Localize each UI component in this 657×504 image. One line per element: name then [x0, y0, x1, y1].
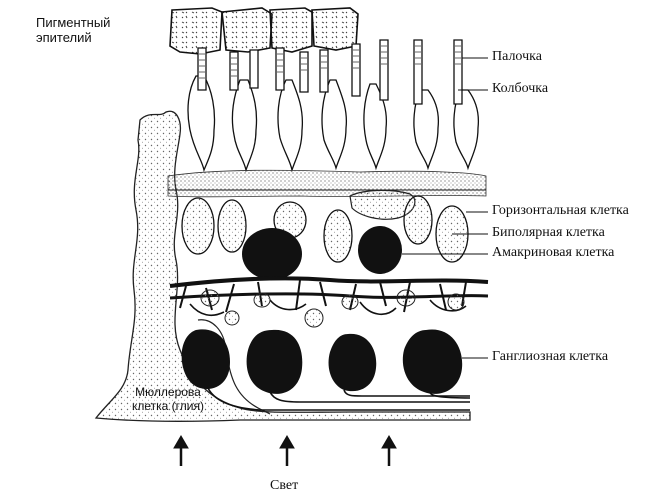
plexiform-boutons — [200, 289, 465, 328]
label-muller-cell: Мюллерова клетка (глия) — [132, 385, 204, 413]
light-arrow-3-icon — [381, 435, 397, 466]
bipolar-cells — [181, 195, 469, 263]
label-pigment-epithelium: Пигментный эпителий — [36, 15, 111, 45]
light-arrow-1-icon — [173, 435, 189, 466]
label-ganglion-cell: Ганглиозная клетка — [492, 349, 609, 364]
label-leaders — [402, 57, 488, 359]
light-arrow-2-icon — [279, 435, 295, 466]
label-cone: Колбочка — [492, 81, 549, 96]
ganglion-axons — [207, 387, 471, 411]
light-arrows — [173, 435, 397, 466]
label-horizontal-cell: Горизонтальная клетка — [492, 203, 629, 218]
photoreceptor-stripes — [199, 45, 461, 79]
ganglion-cells — [181, 329, 463, 394]
photoreceptors — [187, 39, 480, 173]
label-light: Свет — [270, 478, 299, 493]
label-amacrine-cell: Амакриновая клетка — [492, 245, 615, 260]
amacrine-cells — [242, 226, 402, 280]
pigment-epithelium-cells — [169, 7, 359, 55]
label-bipolar-cell: Биполярная клетка — [492, 225, 605, 240]
label-rod: Палочка — [492, 49, 542, 64]
outer-plexiform-layer — [167, 169, 487, 198]
